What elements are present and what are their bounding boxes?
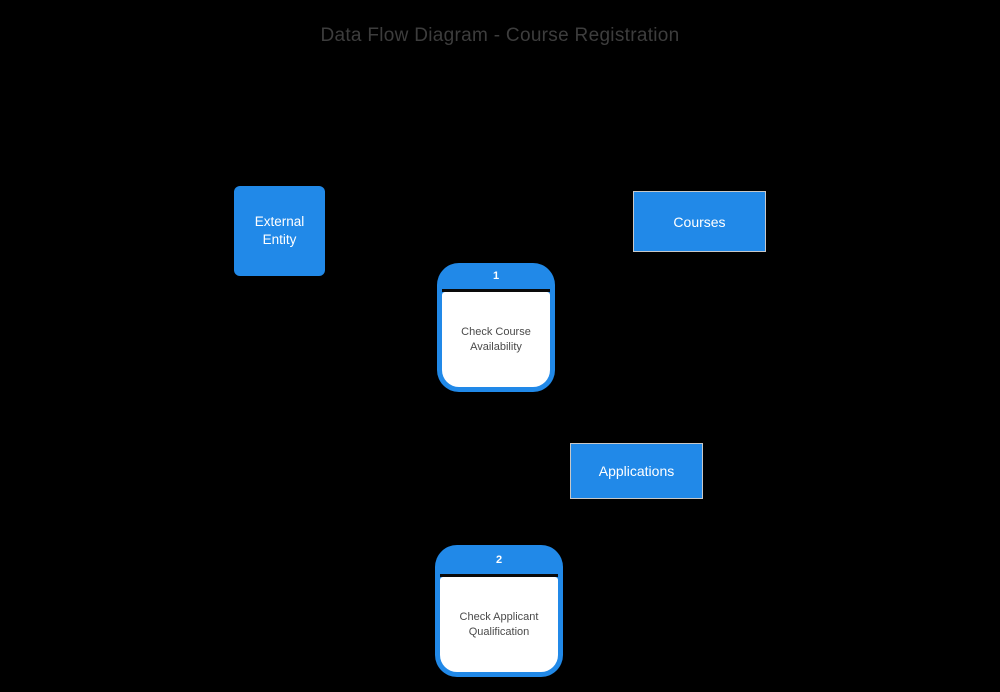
process-1-number: 1 (492, 270, 500, 282)
process-1-label: Check Course Availability (461, 325, 531, 353)
node-process-2[interactable]: 2 Check Applicant Qualification (435, 545, 563, 677)
node-external-entity[interactable]: External Entity (234, 186, 325, 276)
applications-label: Applications (598, 463, 675, 479)
node-process-1[interactable]: 1 Check Course Availability (437, 263, 555, 392)
node-data-store-courses[interactable]: Courses (633, 191, 766, 252)
process-2-body: Check Applicant Qualification (440, 577, 558, 672)
node-data-store-applications[interactable]: Applications (570, 443, 703, 499)
external-entity-label: External Entity (254, 214, 305, 247)
process-2-label: Check Applicant Qualification (459, 610, 539, 638)
diagram-title: Data Flow Diagram - Course Registration (320, 25, 680, 46)
courses-label: Courses (673, 213, 726, 230)
process-1-header-divider (442, 289, 550, 292)
process-2-number: 2 (495, 553, 503, 566)
process-1-body: Check Course Availability (442, 292, 550, 387)
process-2-header-divider (440, 574, 558, 577)
